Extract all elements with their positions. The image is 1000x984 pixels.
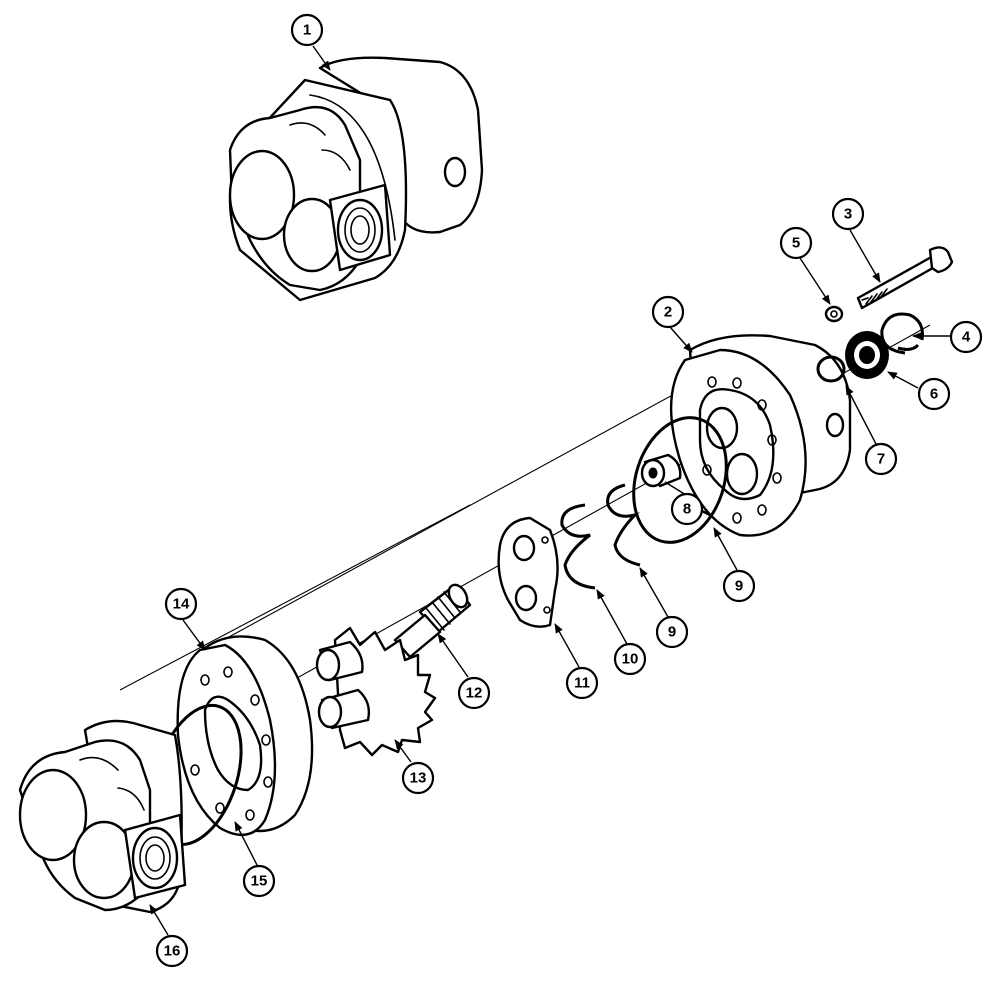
callout-16: 16 — [155, 934, 189, 968]
callout-label: 4 — [962, 329, 971, 346]
callout-12: 11 — [565, 666, 599, 700]
callout-label: 16 — [164, 943, 181, 960]
rear-housing — [176, 635, 314, 837]
washer-small — [824, 305, 844, 323]
bolt — [856, 246, 954, 310]
callout-label: 10 — [622, 651, 639, 668]
wear-plate — [497, 516, 559, 628]
front-housing — [669, 334, 852, 537]
callout-label: 1 — [303, 22, 311, 39]
callout-label: 14 — [173, 596, 190, 613]
callout-6: 6 — [917, 377, 951, 411]
callout-label: 13 — [410, 770, 427, 787]
shaft-seal — [845, 331, 889, 379]
callout-label: 9 — [735, 578, 743, 595]
snap-ring — [880, 312, 924, 355]
backup-seal — [606, 483, 641, 567]
callout-label: 3 — [844, 206, 852, 223]
callout-2: 2 — [651, 295, 685, 329]
leader-lines — [149, 45, 951, 936]
drive-shaft — [393, 583, 472, 659]
callout-9-upper: 9 — [722, 569, 756, 603]
callout-8: 8 — [670, 492, 704, 526]
assembled-pump — [228, 56, 484, 302]
callout-label: 2 — [664, 304, 672, 321]
callout-label: 6 — [930, 386, 938, 403]
callout-10: 9 — [655, 615, 689, 649]
callout-label: 5 — [792, 235, 800, 252]
callout-7: 7 — [864, 442, 898, 476]
callout-1: 1 — [290, 13, 324, 47]
callout-label: 12 — [466, 685, 483, 702]
callout-label: 9 — [668, 624, 676, 641]
callout-label: 15 — [251, 873, 268, 890]
callout-15: 14 — [164, 587, 198, 621]
callout-5: 5 — [779, 226, 813, 260]
gear-set — [315, 626, 437, 757]
o-ring-upper — [632, 416, 728, 544]
callout-11: 10 — [613, 642, 647, 676]
callout-label: 7 — [877, 451, 885, 468]
callout-label: 11 — [574, 675, 590, 692]
bushing — [640, 453, 682, 488]
seal — [560, 503, 596, 590]
ring-washer — [816, 355, 846, 383]
callout-label: 8 — [683, 501, 691, 518]
callout-14: 13 — [401, 761, 435, 795]
callout-4: 4 — [949, 320, 983, 354]
callout-9-lower: 15 — [242, 864, 276, 898]
callout-3: 3 — [831, 197, 865, 231]
callout-13: 12 — [457, 676, 491, 710]
end-cover — [18, 719, 187, 914]
